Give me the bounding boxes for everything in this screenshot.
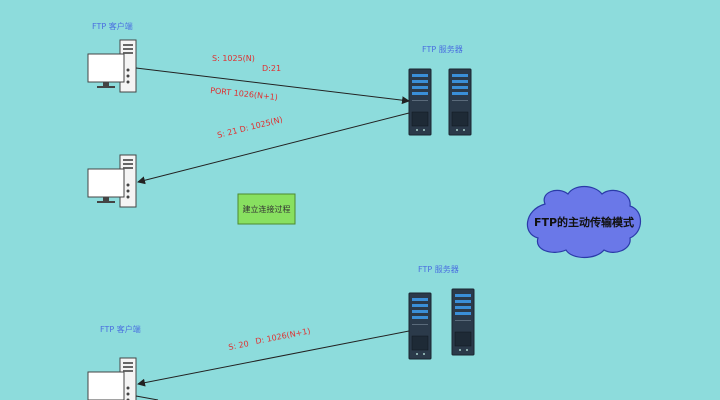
server-left-top bbox=[408, 68, 432, 136]
arrow3-source-label: S: 20 bbox=[228, 339, 250, 352]
client-computer-top bbox=[87, 39, 137, 93]
server-label-bottom: FTP 服务器 bbox=[418, 264, 459, 274]
arrow1-dest-label: D:21 bbox=[262, 64, 281, 73]
client-computer-middle bbox=[87, 154, 137, 208]
arrow1-source-label: S: 1025(N) bbox=[212, 54, 255, 63]
server-left-bottom bbox=[408, 292, 432, 360]
cloud-label: FTP的主动传输模式 bbox=[534, 215, 634, 229]
arrow-client-to-server bbox=[135, 67, 410, 105]
process-box bbox=[237, 193, 296, 225]
arrow3-dest-label: D: 1026(N+1) bbox=[255, 326, 311, 345]
server-right-bottom bbox=[451, 288, 475, 356]
server-label-top: FTP 服务器 bbox=[422, 44, 463, 54]
arrow-data-connection bbox=[137, 330, 410, 387]
arrow1-port-label: PORT 1026(N+1) bbox=[210, 86, 278, 102]
client-label-bottom: FTP 客户端 bbox=[100, 324, 141, 334]
process-box-label: 建立连接过程 bbox=[243, 204, 291, 214]
arrow-partial-bottom bbox=[135, 395, 159, 400]
arrow-server-to-client bbox=[137, 112, 410, 185]
client-label-top: FTP 客户端 bbox=[92, 21, 133, 31]
cloud-shape bbox=[527, 185, 642, 259]
server-right-top bbox=[448, 68, 472, 136]
arrow2-label: S: 21 D: 1025(N) bbox=[216, 115, 283, 140]
client-computer-bottom bbox=[87, 357, 137, 400]
